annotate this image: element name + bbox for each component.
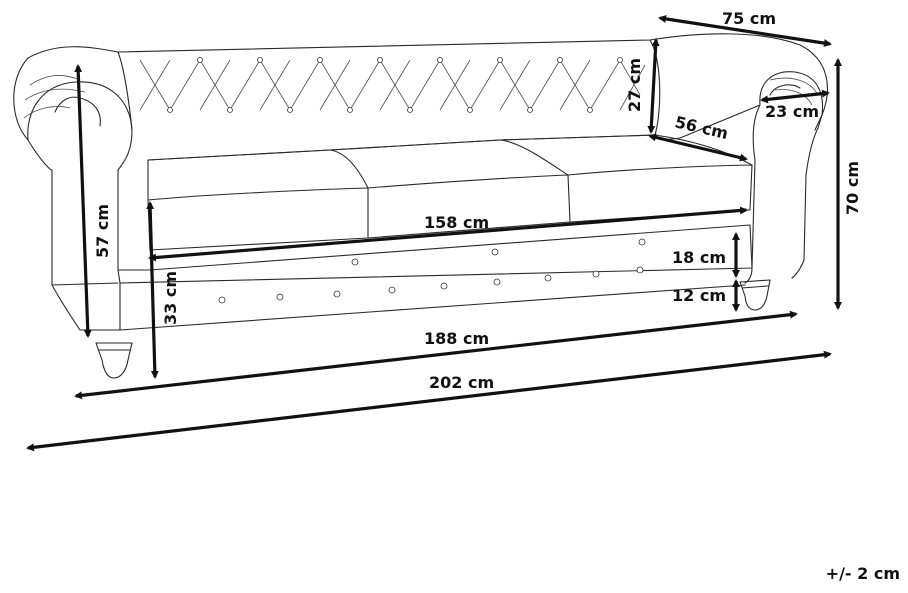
arrow-seat-depth	[648, 133, 748, 162]
arrow-total-width	[26, 350, 832, 452]
cushion-right	[499, 134, 753, 223]
label-total-width: 202 cm	[429, 373, 494, 392]
arrow-arm-height	[74, 64, 92, 338]
front-rail	[51, 224, 753, 331]
label-seat-width: 158 cm	[424, 213, 489, 232]
dimension-labels: 75 cm 27 cm 23 cm 56 cm 70 cm 57 cm 158 …	[93, 9, 862, 392]
leg-front-left	[95, 342, 133, 379]
cushion-left	[147, 149, 369, 251]
label-inner-width: 188 cm	[424, 329, 489, 348]
tufting-buttons	[139, 57, 646, 113]
label-leg-height: 12 cm	[672, 286, 726, 305]
label-arm-height: 57 cm	[93, 204, 112, 258]
label-depth: 75 cm	[722, 9, 776, 28]
arrow-seat-height	[146, 201, 159, 379]
label-cushion-height: 18 cm	[672, 248, 726, 267]
label-seat-height: 33 cm	[161, 271, 180, 325]
sofa-drawing	[13, 33, 828, 379]
arrow-arm-width	[760, 89, 830, 104]
label-seat-depth: 56 cm	[673, 112, 730, 143]
leg-front-right	[739, 279, 771, 311]
label-back-height: 27 cm	[625, 58, 644, 112]
label-total-height: 70 cm	[843, 161, 862, 215]
dimension-lines	[26, 14, 842, 452]
label-arm-width: 23 cm	[765, 102, 819, 121]
left-arm	[13, 57, 133, 331]
arrow-back-height	[647, 38, 660, 134]
arrow-depth	[658, 14, 832, 48]
arrow-seat-width	[148, 206, 748, 262]
tolerance-note: +/- 2 cm	[825, 564, 900, 583]
